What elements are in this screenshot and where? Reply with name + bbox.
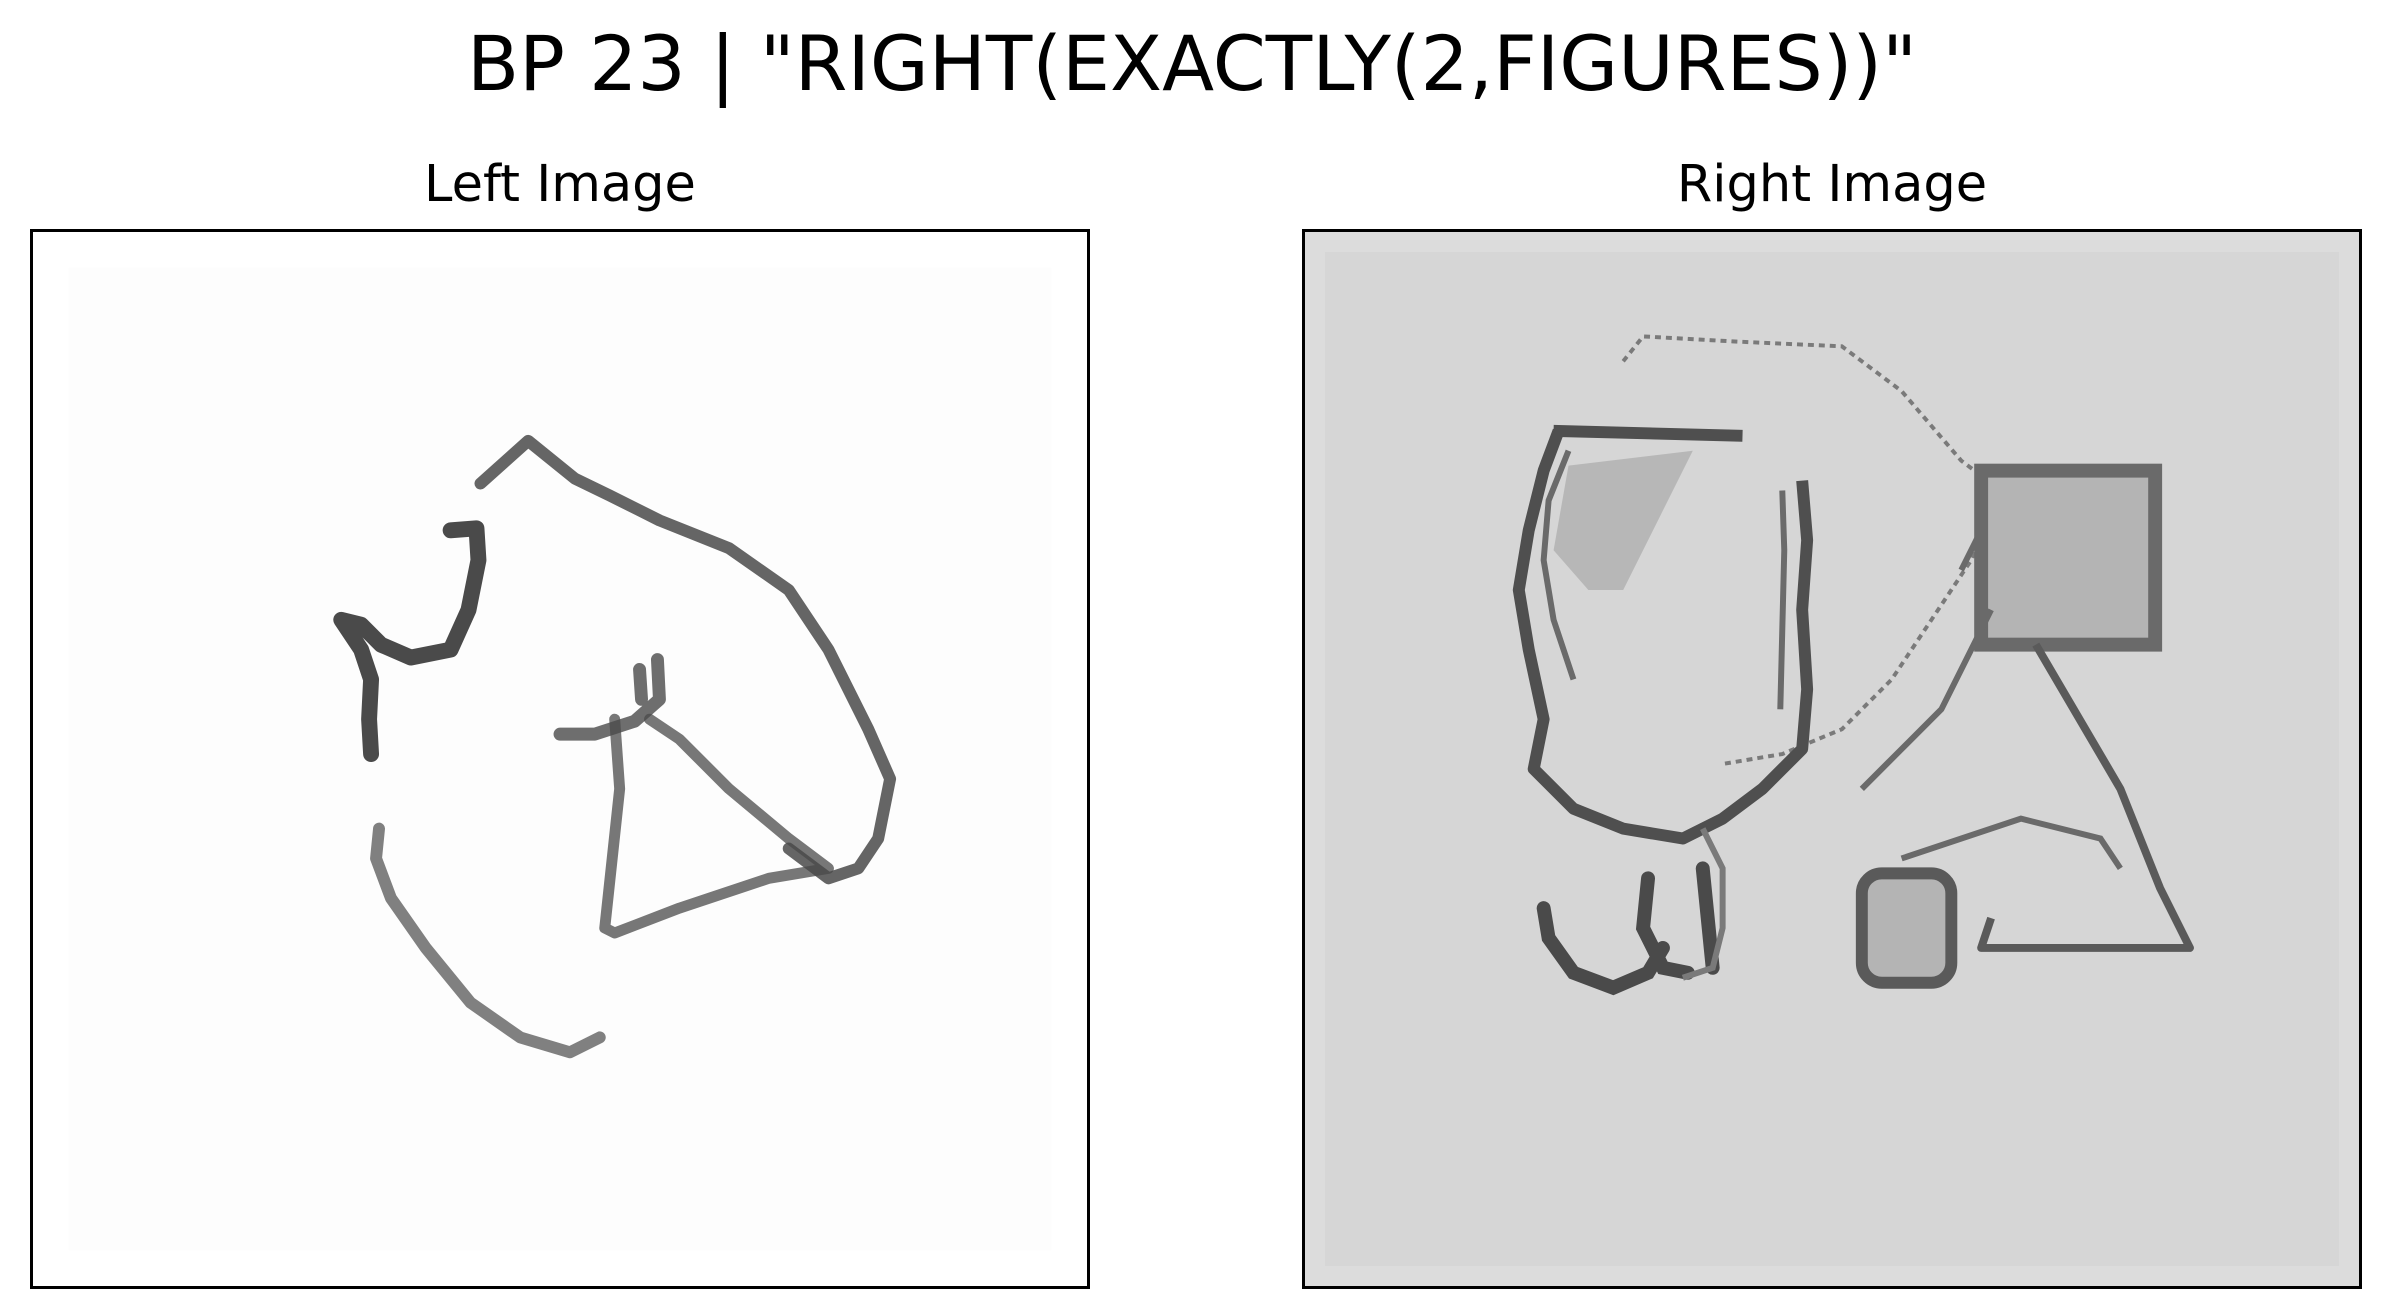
right-bottom-hook	[1536, 861, 1720, 996]
right-connector-lines	[1859, 528, 2123, 871]
figure-title: BP 23 | "RIGHT(EXACTLY(2,FIGURES))"	[466, 19, 1918, 108]
left-triangle	[599, 713, 834, 939]
right-triangle	[1977, 642, 2194, 952]
right-shaded-region	[1553, 450, 1693, 590]
right-filled-square-large	[1974, 463, 2163, 652]
left-large-curve	[474, 434, 897, 885]
right-filled-square-small	[1855, 867, 1958, 989]
right-upper-left-inner	[1540, 449, 1788, 710]
right-bottom-ring	[1681, 827, 1726, 981]
left-image-title: Left Image	[424, 155, 696, 214]
right-drawing	[1324, 251, 2340, 1267]
right-image-title: Right Image	[1676, 155, 1988, 214]
left-drawing	[68, 267, 1052, 1251]
left-triangle-cross	[553, 653, 666, 741]
right-large-outline	[1621, 334, 2004, 766]
left-canvas-vignette	[68, 267, 1052, 1251]
left-image-panel	[30, 229, 1090, 1289]
left-hook-mark	[333, 520, 487, 762]
right-image-panel	[1302, 229, 2362, 1289]
right-upper-left-shape	[1512, 424, 1814, 845]
right-canvas-inner	[1324, 251, 2340, 1267]
left-lower-stroke	[370, 822, 606, 1059]
